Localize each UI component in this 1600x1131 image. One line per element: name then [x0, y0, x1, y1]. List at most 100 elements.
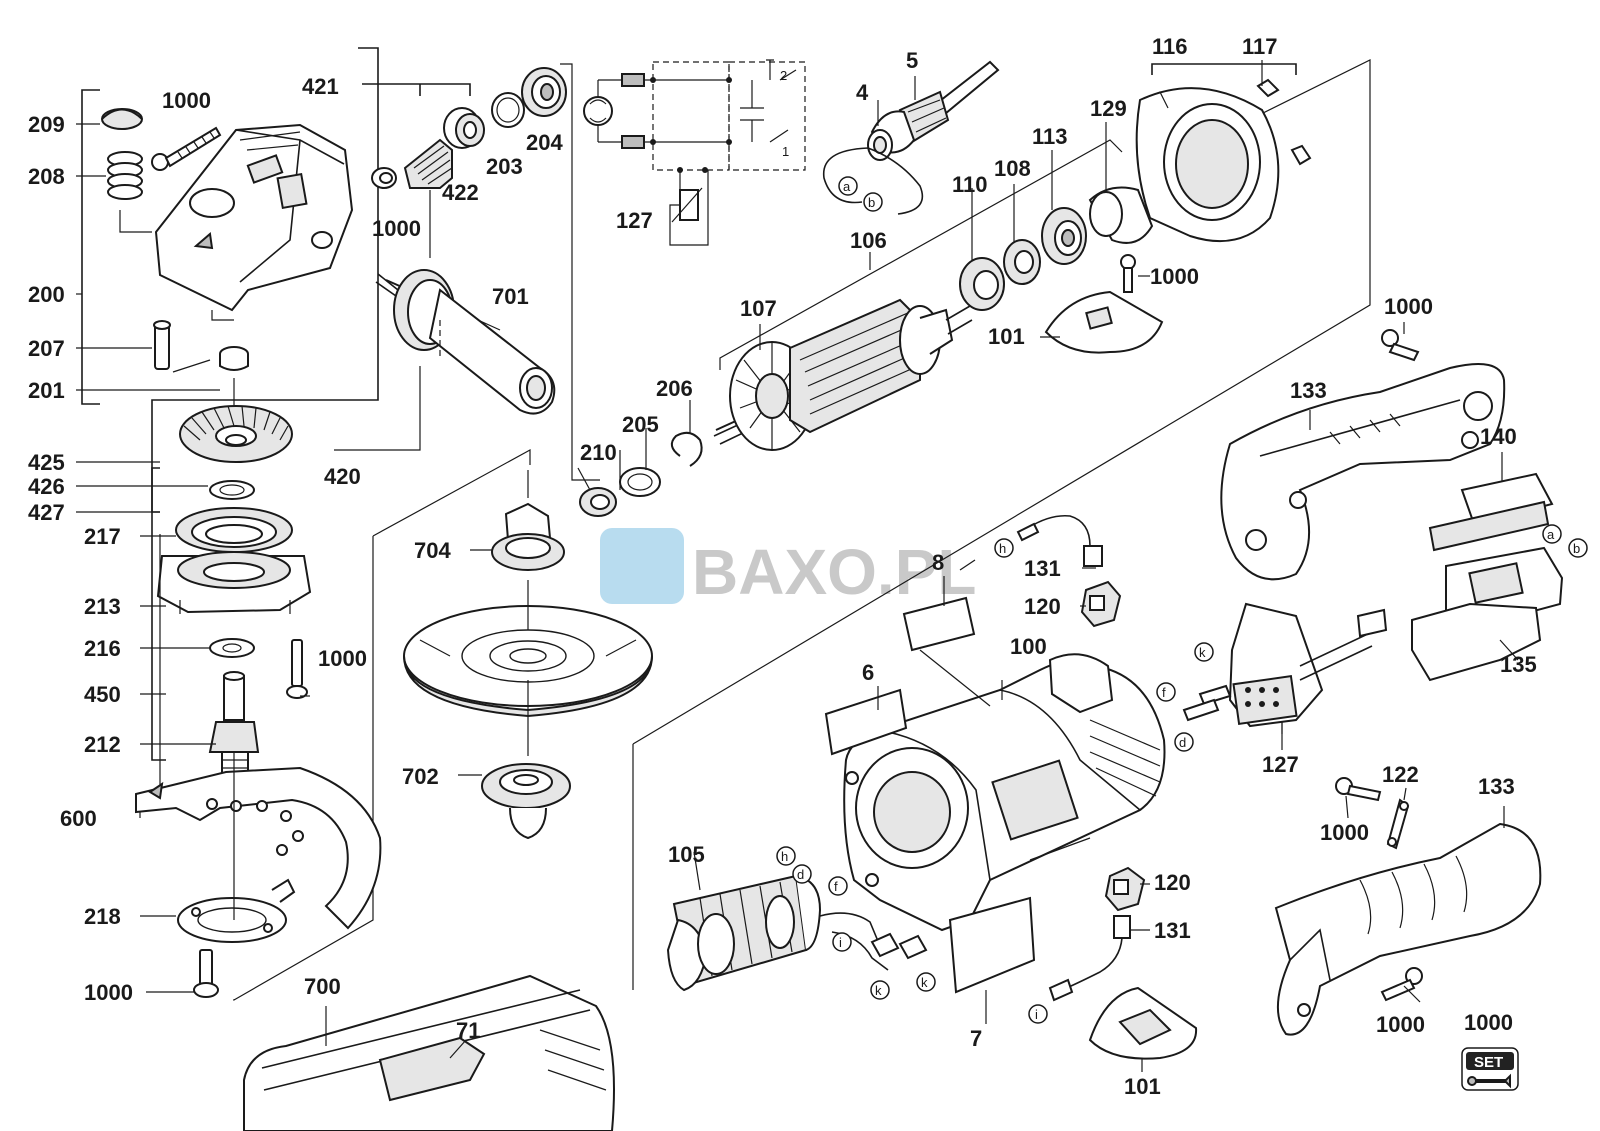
brush-120-top — [1080, 580, 1122, 628]
power-cable-group: a b — [822, 60, 1000, 215]
label-1000-grip: 1000 — [1376, 1012, 1425, 1037]
label-200: 200 — [28, 282, 65, 307]
label-100: 100 — [1010, 634, 1047, 659]
connector-h-stator: h — [781, 849, 788, 864]
label-4: 4 — [856, 80, 869, 105]
brush-lead-131-bottom: i — [1028, 915, 1131, 1024]
label-218: 218 — [84, 904, 121, 929]
watermark: B BAXO.PL — [600, 528, 976, 617]
circuit-position-1: 1 — [782, 144, 789, 159]
handle-half-133-top — [1220, 363, 1506, 581]
label-1000-bottom: 1000 — [84, 980, 133, 1005]
pinion-gear-421 — [403, 138, 453, 189]
pinion-group — [362, 63, 600, 481]
connector-k-stator-1: k — [875, 983, 882, 998]
electronic-module-127: k f d — [1156, 602, 1388, 752]
leader-lines — [76, 122, 1519, 1072]
connector-h-top: h — [999, 541, 1006, 556]
label-427: 427 — [28, 500, 65, 525]
nut-1000-pinion — [371, 167, 397, 189]
label-1000-handle: 1000 — [1384, 294, 1433, 319]
label-135: 135 — [1500, 652, 1537, 677]
label-107: 107 — [740, 296, 777, 321]
label-700: 700 — [304, 974, 341, 999]
label-108: 108 — [994, 156, 1031, 181]
label-71: 71 — [456, 1018, 480, 1043]
grinding-disc — [403, 605, 653, 718]
label-207: 207 — [28, 336, 65, 361]
connector-i-lead: i — [1035, 1007, 1038, 1022]
brush-120-bottom — [1104, 866, 1146, 912]
side-handle-701 — [375, 269, 556, 415]
connector-a-switch: a — [1547, 527, 1555, 542]
label-210: 210 — [580, 440, 617, 465]
gear-cover-200 — [154, 123, 354, 312]
armature-107 — [713, 298, 973, 451]
label-422: 422 — [442, 180, 479, 205]
connector-k-module: k — [1199, 645, 1206, 660]
screw-1000-grip — [1380, 967, 1423, 1002]
label-8: 8 — [932, 550, 944, 575]
washer-216 — [209, 638, 255, 658]
label-7: 7 — [970, 1026, 982, 1051]
label-206: 206 — [656, 376, 693, 401]
label-420: 420 — [324, 464, 361, 489]
screw-1000-flange — [286, 639, 308, 699]
label-704: 704 — [414, 538, 451, 563]
label-212: 212 — [84, 732, 121, 757]
screw-1000-bottom — [193, 949, 219, 998]
brush-cover-101-bottom — [1088, 986, 1198, 1060]
connector-a-cable: a — [843, 179, 851, 194]
connector-b-switch: b — [1573, 541, 1580, 556]
labels-6-7-8 — [824, 596, 1091, 994]
label-140 — [1428, 472, 1554, 552]
label-140: 140 — [1480, 424, 1517, 449]
label-116: 116 — [1152, 34, 1188, 59]
brush-cover-101-top — [1044, 254, 1164, 354]
armature-bearings — [959, 186, 1154, 311]
label-101-bottom: 101 — [1124, 1074, 1161, 1099]
label-105: 105 — [668, 842, 705, 867]
switch-135: a b — [1411, 524, 1588, 682]
clamp-122 — [1386, 798, 1410, 850]
bearing-204 — [521, 67, 567, 117]
label-1000-flange: 1000 — [318, 646, 367, 671]
label-209: 209 — [28, 112, 65, 137]
label-600: 600 — [60, 806, 97, 831]
label-127-switch: 127 — [1262, 752, 1299, 777]
label-117: 117 — [1242, 34, 1278, 59]
small-washers — [579, 431, 703, 517]
label-1000-top: 1000 — [162, 88, 211, 113]
motor-flange-116 — [1135, 60, 1312, 243]
stator-105: h d f i k k — [666, 846, 936, 1000]
label-133-top: 133 — [1290, 378, 1327, 403]
wiring-schematic: 2 1 — [583, 59, 806, 246]
label-208: 208 — [28, 164, 65, 189]
bevel-gear-425 — [179, 405, 293, 463]
label-216: 216 — [84, 636, 121, 661]
stud-207 — [153, 320, 171, 370]
spring-208 — [107, 151, 143, 200]
carry-case-700 — [243, 974, 615, 1131]
label-201: 201 — [28, 378, 65, 403]
label-131-bottom: 131 — [1154, 918, 1191, 943]
connector-d-stator: d — [797, 867, 804, 882]
label-421: 421 — [302, 74, 339, 99]
circuit-position-2: 2 — [780, 68, 787, 83]
label-129: 129 — [1090, 96, 1127, 121]
screw-1000-122 — [1335, 777, 1382, 802]
label-101-top: 101 — [988, 324, 1025, 349]
label-204: 204 — [526, 130, 563, 155]
watermark-logo-letter: B — [612, 528, 670, 617]
set-badge-text: SET — [1474, 1054, 1503, 1071]
label-6: 6 — [862, 660, 874, 685]
connector-d-module: d — [1179, 735, 1186, 750]
connector-b-cable: b — [868, 195, 875, 210]
screw-1000-top — [151, 126, 222, 171]
label-702: 702 — [402, 764, 439, 789]
label-701: 701 — [492, 284, 529, 309]
washer-426 — [209, 480, 255, 500]
set-badge: SET — [1461, 1047, 1519, 1091]
circlip-203 — [491, 92, 525, 128]
label-425: 425 — [28, 450, 65, 475]
